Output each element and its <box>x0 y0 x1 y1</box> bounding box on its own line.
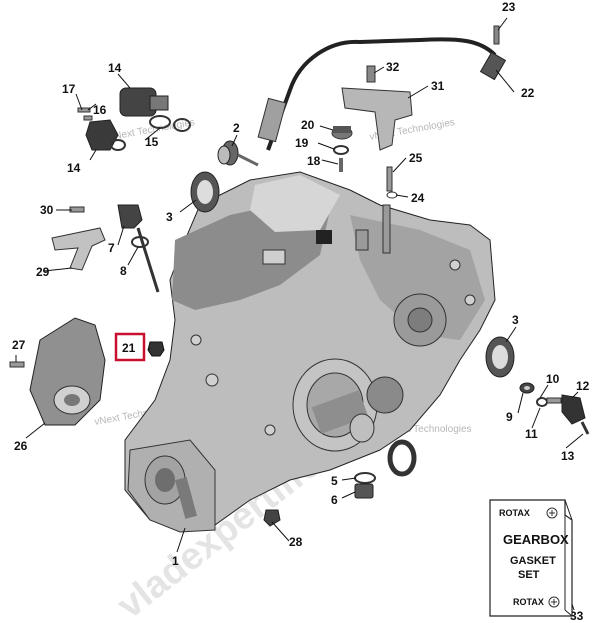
brand-badge-icon <box>551 599 557 605</box>
watermark-small: vNext Technologies <box>385 424 472 435</box>
callout-20: 20 <box>301 118 315 132</box>
callout-9: 9 <box>506 410 513 424</box>
seal-ring <box>485 336 515 378</box>
highlighted-plug <box>147 341 165 357</box>
sensor-12 <box>519 382 590 435</box>
callout-7: 7 <box>108 241 115 255</box>
shift-actuator <box>77 87 191 151</box>
callout-27: 27 <box>12 338 26 352</box>
callout-6: 6 <box>331 493 338 507</box>
plug <box>331 126 353 172</box>
callout-30: 30 <box>40 203 54 217</box>
callout-24: 24 <box>411 191 425 205</box>
callout-21: 21 <box>122 341 136 355</box>
dipstick-sensor <box>117 204 160 293</box>
callout-1: 1 <box>172 554 179 568</box>
gearbox-housing <box>124 171 496 533</box>
kit-brand: ROTAX <box>499 508 530 518</box>
callout-15: 15 <box>145 135 159 149</box>
callout-8: 8 <box>120 264 127 278</box>
bracket <box>341 65 413 151</box>
seal-ring <box>190 171 220 213</box>
highlight-box-21 <box>114 332 146 362</box>
kit-line2: GASKET <box>510 555 556 567</box>
drain-plug <box>354 472 376 499</box>
speed-sensor-cable <box>257 25 507 151</box>
kit-brand-bottom: ROTAX <box>513 597 544 607</box>
callout-12: 12 <box>576 379 590 393</box>
callout-28: 28 <box>289 535 303 549</box>
kit-line3: SET <box>518 569 540 581</box>
pin <box>386 166 398 199</box>
leader-lines <box>15 17 584 611</box>
brand-badge-icon <box>549 510 555 516</box>
gasket-kit-package: ROTAX GEARBOX GASKET SET ROTAX <box>489 499 573 617</box>
callout-5: 5 <box>331 474 338 488</box>
callout-numbers: 1 2 3 3 5 6 7 8 9 10 11 12 13 14 14 15 1… <box>12 0 590 623</box>
o-ring <box>387 439 417 477</box>
callout-26: 26 <box>14 439 28 453</box>
callout-2: 2 <box>233 121 240 135</box>
callout-19: 19 <box>295 136 309 150</box>
callout-23: 23 <box>502 0 516 14</box>
callout-11: 11 <box>525 427 538 441</box>
callout-17: 17 <box>62 82 76 96</box>
callout-3a: 3 <box>166 210 173 224</box>
bracket-lower <box>51 206 106 271</box>
plug-28 <box>263 509 281 527</box>
callout-16: 16 <box>93 103 107 117</box>
callout-31: 31 <box>431 79 445 93</box>
callout-3b: 3 <box>512 313 519 327</box>
callout-22: 22 <box>521 86 535 100</box>
callout-29: 29 <box>36 265 50 279</box>
callout-33: 33 <box>570 609 584 623</box>
bearing <box>217 140 259 167</box>
callout-10: 10 <box>546 372 560 386</box>
callout-14a: 14 <box>108 61 122 75</box>
callout-13: 13 <box>561 449 575 463</box>
pump-cover <box>9 317 106 426</box>
callout-25: 25 <box>409 151 423 165</box>
callout-18: 18 <box>307 154 321 168</box>
callout-14b: 14 <box>67 161 81 175</box>
callout-32: 32 <box>386 60 400 74</box>
kit-line1: GEARBOX <box>503 532 569 547</box>
